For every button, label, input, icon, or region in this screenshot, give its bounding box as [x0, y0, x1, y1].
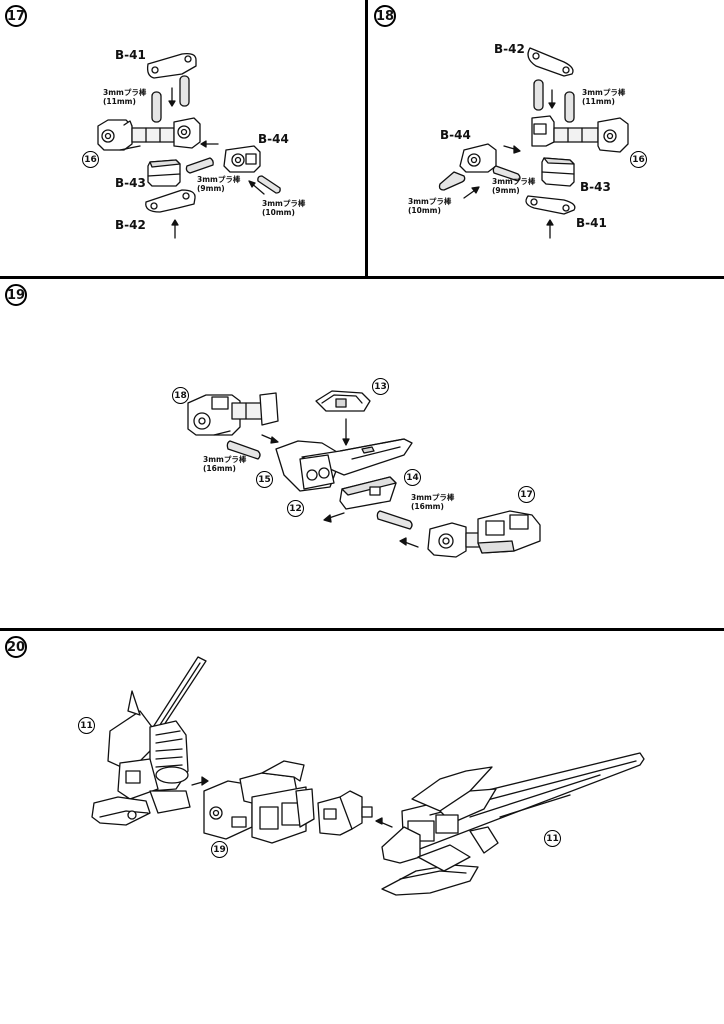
step-18-panel: 18 B-42 B-44 B-43 B-41 16 3mmプラ棒(11mm) 3… — [368, 0, 724, 276]
subassembly-13-marker: 13 — [372, 378, 389, 395]
rod-note-11mm: 3mmプラ棒(11mm) — [103, 88, 147, 106]
subassembly-11-left-marker: 11 — [78, 717, 95, 734]
subassembly-14-marker: 14 — [404, 469, 421, 486]
rod-note-9mm: 3mmプラ棒(9mm) — [197, 175, 241, 193]
rod-note-10mm: 3mmプラ棒(10mm) — [262, 199, 306, 217]
subassembly-16-marker: 16 — [630, 151, 647, 168]
rod-note-9mm: 3mmプラ棒(9mm) — [492, 177, 536, 195]
horizontal-divider-1 — [0, 276, 724, 279]
subassembly-12-marker: 12 — [287, 500, 304, 517]
step-20-panel: 20 11 19 11 — [0, 631, 724, 1024]
part-label-b42: B-42 — [115, 218, 146, 232]
subassembly-19-marker: 19 — [211, 841, 228, 858]
step-18-diagram — [368, 0, 724, 276]
step-19-number: 19 — [5, 284, 27, 306]
vertical-divider — [365, 0, 368, 277]
part-label-b43: B-43 — [580, 180, 611, 194]
step-18-number: 18 — [374, 5, 396, 27]
rod-note-11mm: 3mmプラ棒(11mm) — [582, 88, 626, 106]
part-label-b43: B-43 — [115, 176, 146, 190]
rod-note-10mm: 3mmプラ棒(10mm) — [408, 197, 452, 215]
step-20-diagram — [0, 631, 724, 1024]
step-17-diagram — [0, 0, 365, 276]
rod-note-16mm-right: 3mmプラ棒(16mm) — [411, 493, 455, 511]
subassembly-17-marker: 17 — [518, 486, 535, 503]
part-label-b41: B-41 — [115, 48, 146, 62]
part-label-b42: B-42 — [494, 42, 525, 56]
step-19-diagram — [0, 279, 724, 628]
step-20-number: 20 — [5, 636, 27, 658]
horizontal-divider-2 — [0, 628, 724, 631]
part-label-b44: B-44 — [258, 132, 289, 146]
subassembly-15-marker: 15 — [256, 471, 273, 488]
part-label-b41: B-41 — [576, 216, 607, 230]
subassembly-18-marker: 18 — [172, 387, 189, 404]
part-label-b44: B-44 — [440, 128, 471, 142]
step-17-panel: 17 B-41 B-44 B-43 B-42 16 3mmプラ棒(11mm) 3… — [0, 0, 365, 276]
rod-note-16mm-left: 3mmプラ棒(16mm) — [203, 455, 247, 473]
subassembly-11-right-marker: 11 — [544, 830, 561, 847]
subassembly-16-marker: 16 — [82, 151, 99, 168]
step-17-number: 17 — [5, 5, 27, 27]
step-19-panel: 19 18 13 15 14 12 17 3mmプラ棒(16mm) 3mmプラ棒… — [0, 279, 724, 628]
